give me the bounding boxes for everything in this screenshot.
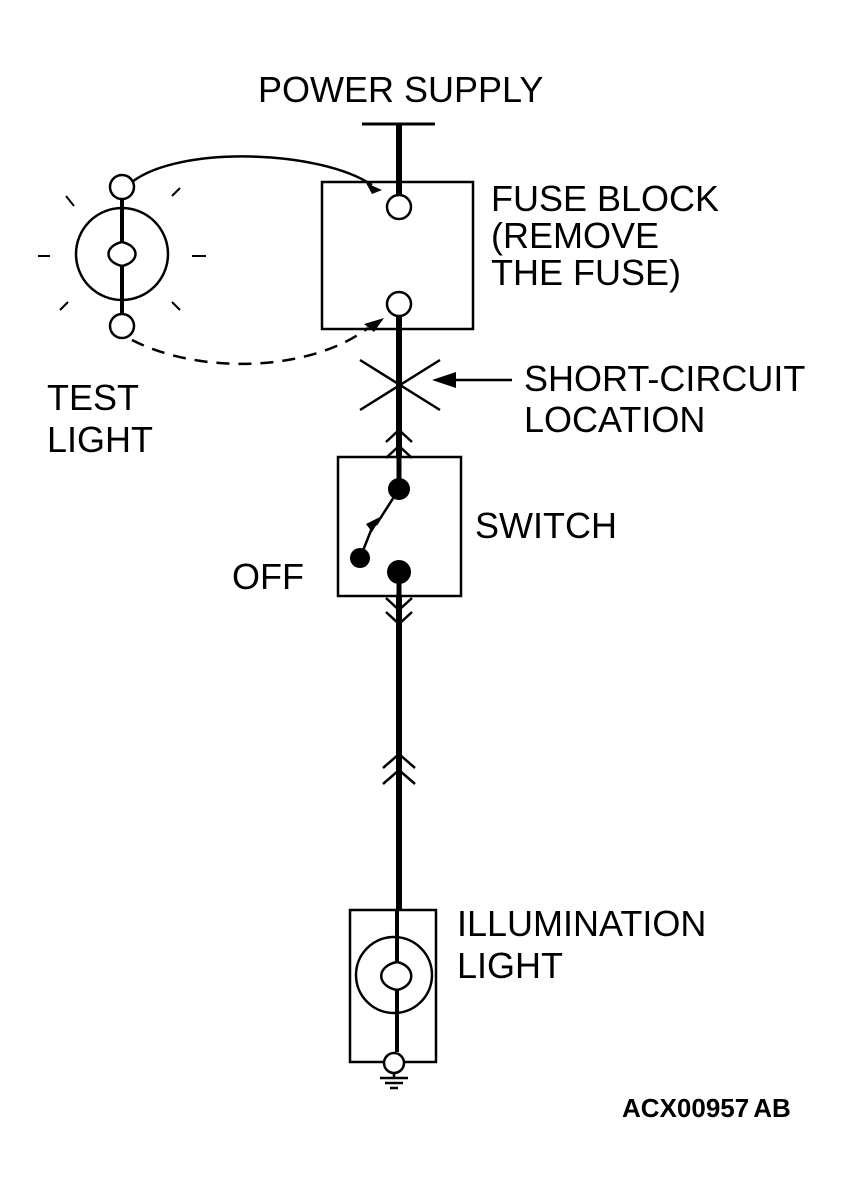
connector-chevrons-mid [382, 752, 416, 785]
fuse-block-label-line2: (REMOVE [491, 215, 659, 256]
illumination-light [348, 908, 438, 1075]
light-glow-rays-icon [38, 187, 206, 311]
short-circuit-label-line2: LOCATION [524, 399, 705, 440]
connector-chevrons-upper [385, 428, 413, 459]
illumination-light-label-line1: ILLUMINATION [457, 903, 706, 944]
test-light-filament-icon [107, 240, 137, 268]
switch-state-label: OFF [232, 556, 304, 597]
test-light-label-line1: TEST [47, 377, 139, 418]
figure-code-main: ACX00957 [622, 1093, 749, 1123]
fuse-block [320, 180, 475, 331]
test-probe-wire-top [131, 155, 373, 187]
short-circuit-pointer-arrow [432, 372, 512, 388]
short-circuit-marker-icon [359, 358, 441, 412]
fuse-block-label-line3: THE FUSE) [491, 252, 681, 293]
illumination-bulb-icon [354, 935, 434, 1015]
power-supply-terminal [362, 122, 435, 195]
test-light [38, 173, 206, 340]
probe-tip-bottom [364, 318, 384, 332]
illumination-light-label-line2: LIGHT [457, 945, 563, 986]
fuse-block-label-line1: FUSE BLOCK [491, 178, 719, 219]
fuse-terminal-bottom [385, 290, 413, 318]
illumination-filament-icon [380, 960, 413, 992]
test-light-label-line2: LIGHT [47, 419, 153, 460]
switch [336, 455, 463, 598]
probe-tip-top [366, 183, 382, 194]
power-supply-label: POWER SUPPLY [258, 69, 543, 110]
short-circuit-label-line1: SHORT-CIRCUIT [524, 358, 805, 399]
fuse-terminal-top [385, 193, 413, 221]
figure-code-suffix: AB [753, 1093, 791, 1123]
connector-chevrons-switch-bottom [385, 597, 413, 626]
test-probe-wire-bottom [131, 327, 369, 366]
switch-label: SWITCH [475, 505, 617, 546]
switch-lever-pivot [350, 548, 370, 568]
ground-icon [380, 1073, 408, 1090]
